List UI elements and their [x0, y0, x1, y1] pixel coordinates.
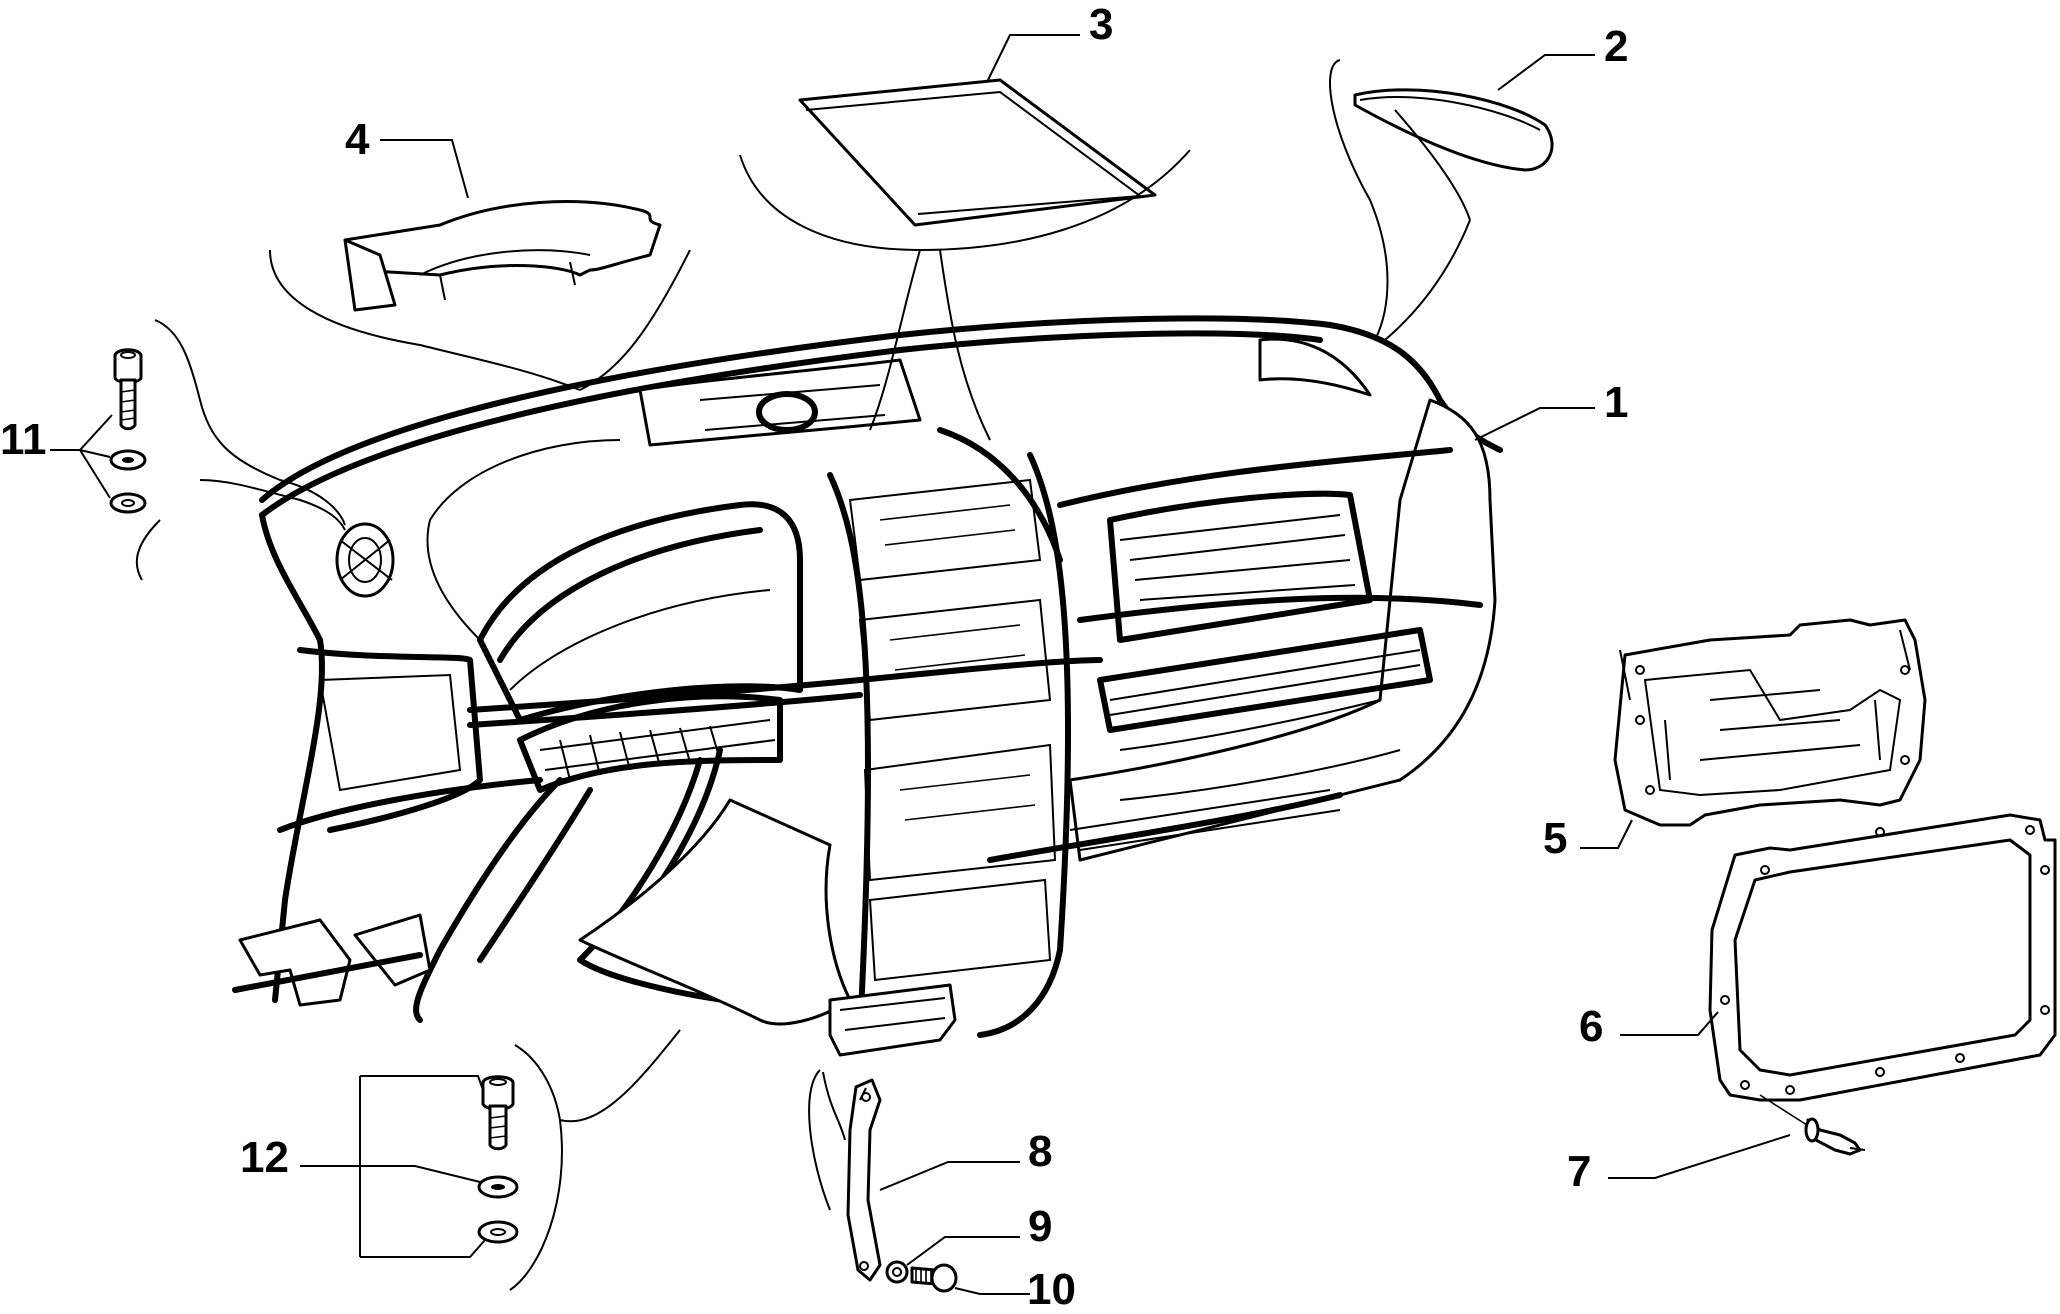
speaker-cover: [1329, 59, 1554, 341]
top-cover-panel: [739, 78, 1191, 441]
callout-2: 2: [1604, 22, 1629, 71]
callout-10: 10: [1027, 1265, 1076, 1314]
leader-lines: [380, 34, 1595, 441]
callout-8: 8: [1028, 1127, 1053, 1176]
callout-7: 7: [1567, 1147, 1592, 1196]
rivet: [1608, 1094, 1866, 1179]
callout-4: 4: [345, 115, 370, 164]
bolt-10: [910, 1263, 1030, 1295]
glovebox-frame: [1620, 813, 2057, 1102]
callout-1: 1: [1604, 378, 1629, 427]
callout-9: 9: [1028, 1202, 1053, 1251]
callout-5: 5: [1543, 814, 1568, 863]
support-bracket: [808, 1069, 1020, 1282]
washer-9: [885, 1236, 1020, 1284]
callout-6: 6: [1579, 1002, 1604, 1051]
callout-3: 3: [1089, 0, 1114, 49]
dashboard-body: [232, 315, 1503, 1057]
screw-and-washers-12: [300, 1029, 681, 1291]
screw-and-washers-11: [50, 319, 346, 581]
callout-12: 12: [240, 1133, 289, 1182]
instrument-hood-trim: [269, 200, 691, 391]
glovebox-bin: [1580, 618, 1927, 849]
callout-11: 11: [0, 415, 47, 464]
